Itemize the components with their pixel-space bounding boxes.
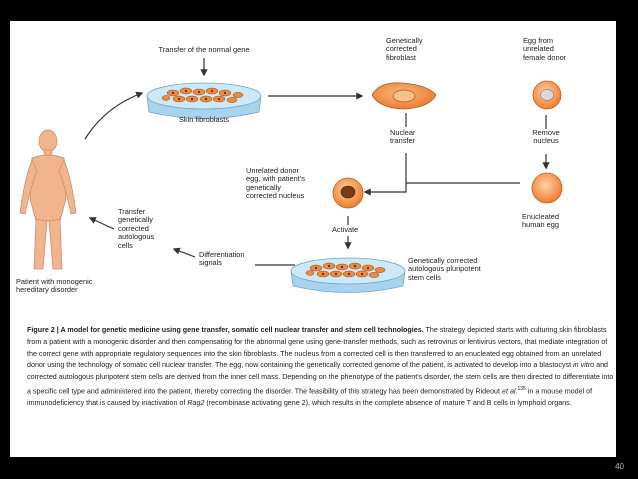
label-transfer-cells: Transfer genetically corrected autologou…	[118, 207, 155, 250]
caption-text: and corrected autologous pluripotent ste…	[27, 361, 614, 396]
label-patient: Patient with monogenic hereditary disord…	[16, 277, 93, 295]
figure-diagram	[19, 58, 563, 293]
caption-italic: Rag2	[187, 398, 205, 407]
label-enucleated-egg: Enucleated human egg	[522, 212, 559, 230]
label-remove-nucleus: Remove nucleus	[532, 128, 560, 146]
caption-heading: Figure 2 | A model for genetic medicine …	[27, 326, 424, 334]
caption-text: The strategy depicted starts with cultur…	[27, 326, 608, 370]
caption-text: in a mouse model of immunodeficiency tha…	[27, 387, 593, 407]
reconstructed-egg-cell	[332, 177, 364, 209]
corrected-fibroblast-cell	[371, 82, 437, 110]
label-egg-from-donor: Egg from unrelated female donor	[523, 36, 567, 62]
caption-italic: in vitro	[573, 361, 595, 370]
petri-dish-fibroblasts	[146, 82, 262, 119]
label-unrelated-donor-egg: Unrelated donor egg, with patient's gene…	[246, 166, 305, 201]
arrow-nuclear-transfer-2	[363, 153, 407, 196]
label-skin-fibroblasts: Skin fibroblasts	[178, 115, 230, 124]
arrow-transfer-to-patient	[88, 217, 115, 230]
label-nuclear-transfer: Nuclear transfer	[390, 128, 416, 146]
label-corrected-fibroblast: Genetically corrected fibroblast	[386, 36, 423, 62]
caption-text: (recombinase activating gene 2), which r…	[204, 398, 572, 407]
caption-italic: et al.	[502, 387, 518, 396]
label-transfer-normal-gene: Transfer of the normal gene	[158, 45, 250, 54]
caption-reference: 135	[517, 385, 526, 392]
donor-egg-cell	[532, 80, 562, 110]
figure-caption: Figure 2 | A model for genetic medicine …	[27, 325, 619, 410]
label-differentiation-signals: Differentiation signals	[199, 250, 245, 268]
label-activate: Activate	[332, 225, 359, 234]
figure-card: Transfer of the normal gene Skin fibrobl…	[10, 21, 616, 457]
arrow-differentiation-2	[172, 247, 196, 258]
patient-figure	[19, 129, 77, 270]
label-ips-cells: Genetically corrected autologous pluripo…	[408, 256, 481, 282]
enucleated-egg-cell	[531, 172, 563, 204]
petri-dish-stem-cells	[290, 257, 406, 293]
page-number: 40	[615, 462, 624, 471]
arrow-patient-to-dish	[84, 91, 144, 140]
